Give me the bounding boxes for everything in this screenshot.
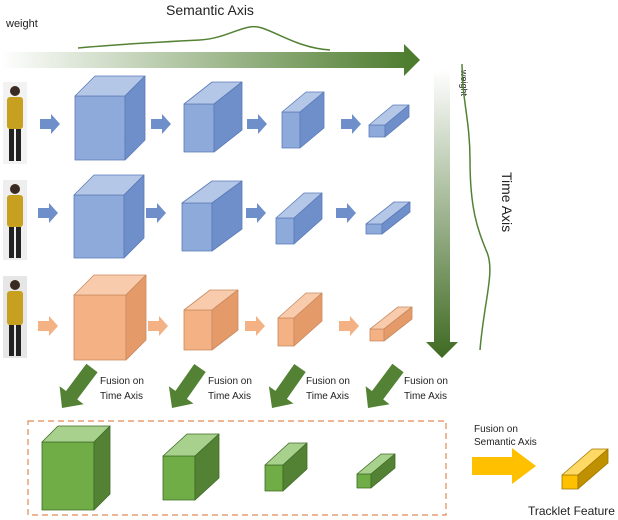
fused-feature-cube-2 <box>162 433 220 501</box>
fused-feature-cube-1-front <box>41 441 95 511</box>
fused-feature-cube-3-side <box>282 442 308 492</box>
feature-cube-row1-1-side <box>124 75 146 161</box>
fused-features-box <box>27 420 447 516</box>
fusion-semantic-arrow <box>472 448 536 484</box>
feature-cube-row1-2 <box>183 81 243 153</box>
feature-cube-row3-2 <box>183 289 239 351</box>
feature-cube-row1-4-side <box>384 104 410 138</box>
person-crop-image-2 <box>3 180 27 260</box>
tracklet-feature-cube-front <box>561 474 579 490</box>
feature-cube-row1-1-front <box>74 95 126 161</box>
feature-cube-row1-2-front <box>183 103 215 153</box>
feature-cube-row2-3-side <box>293 192 323 245</box>
feature-cube-row2-4-side <box>381 201 411 235</box>
feature-cube-row1-3-front <box>281 111 301 149</box>
row2-block-arrow-3 <box>246 203 266 223</box>
fused-feature-cube-2-front <box>162 455 196 501</box>
row2-block-arrow-1 <box>38 203 58 223</box>
generated-shapes <box>38 75 609 511</box>
tracklet-feature-label: Tracklet Feature <box>528 504 615 518</box>
feature-cube-row2-2 <box>181 180 243 252</box>
feature-cube-row3-3-front <box>277 317 295 347</box>
feature-cube-row3-4-side <box>383 306 413 342</box>
fused-feature-cube-4-side <box>370 453 396 489</box>
semantic-axis-arrow <box>0 44 420 76</box>
tracklet-feature-cube-side <box>577 448 609 490</box>
row2-block-arrow-2 <box>146 203 166 223</box>
row3-block-arrow-4 <box>339 316 359 336</box>
time-axis-arrow <box>426 70 458 358</box>
feature-cube-row3-2-front <box>183 309 213 351</box>
feature-cube-row3-4-front <box>369 328 385 342</box>
feature-cube-row3-1 <box>73 274 147 361</box>
feature-cube-row2-2-front <box>181 202 213 252</box>
semantic-weight-curve <box>77 26 331 51</box>
fused-feature-cube-1-side <box>93 425 111 511</box>
feature-cube-row1-1 <box>74 75 146 161</box>
fused-feature-cube-1 <box>41 425 111 511</box>
fused-feature-cube-2-side <box>194 433 220 501</box>
fusion-time-arrow-1 <box>59 363 98 408</box>
feature-cube-row2-3 <box>275 192 323 245</box>
fusion-time-label-3: Fusion on Time Axis <box>306 376 353 402</box>
row1-block-arrow-2 <box>151 114 171 134</box>
row1-block-arrow-1 <box>40 114 60 134</box>
fusion-time-label-4: Fusion on Time Axis <box>404 376 451 402</box>
row3-block-arrow-3 <box>245 316 265 336</box>
semantic-axis-title: Semantic Axis <box>166 2 254 18</box>
fusion-semantic-label: Fusion on Semantic Axis <box>474 424 537 448</box>
feature-cube-row2-1-front <box>73 194 125 259</box>
fusion-time-label-2: Fusion on Time Axis <box>208 376 255 402</box>
feature-cube-row3-1-front <box>73 294 127 361</box>
row1-block-arrow-4 <box>341 114 361 134</box>
row3-block-arrow-2 <box>148 316 168 336</box>
feature-cube-row3-1-side <box>125 274 147 361</box>
time-axis-title: Time Axis <box>499 172 515 232</box>
fusion-time-arrow-3 <box>268 363 306 408</box>
feature-cube-row2-3-front <box>275 217 295 245</box>
feature-cube-row3-4 <box>369 306 413 342</box>
fusion-time-arrow-2 <box>168 363 206 408</box>
fused-feature-cube-4 <box>356 453 396 489</box>
feature-cube-row1-4-front <box>368 124 386 138</box>
feature-cube-row2-1 <box>73 174 145 259</box>
feature-cube-row2-4 <box>365 201 411 235</box>
feature-cube-row3-3 <box>277 292 323 347</box>
fused-feature-cube-3-front <box>264 464 284 492</box>
fusion-time-arrow-4 <box>365 363 404 408</box>
feature-cube-row2-2-side <box>211 180 243 252</box>
feature-cube-row2-1-side <box>123 174 145 259</box>
feature-cube-row1-4 <box>368 104 410 138</box>
person-crop-image-3 <box>3 276 27 358</box>
row2-block-arrow-4 <box>336 203 356 223</box>
time-weight-curve <box>461 63 491 351</box>
feature-cube-row2-4-front <box>365 223 383 235</box>
feature-cube-row3-2-side <box>211 289 239 351</box>
weight-label-top: weight <box>5 18 38 30</box>
feature-cube-row1-3-side <box>299 91 325 149</box>
fused-feature-cube-3 <box>264 442 308 492</box>
row1-block-arrow-3 <box>247 114 267 134</box>
feature-cube-row1-3 <box>281 91 325 149</box>
feature-cube-row1-2-side <box>213 81 243 153</box>
row3-block-arrow-1 <box>38 316 58 336</box>
person-crop-image-1 <box>3 82 27 164</box>
tracklet-feature-cube <box>561 448 609 490</box>
feature-cube-row3-3-side <box>293 292 323 347</box>
weight-label-right: weight <box>459 69 469 97</box>
fusion-time-label-1: Fusion on Time Axis <box>100 376 147 402</box>
fused-feature-cube-4-front <box>356 473 372 489</box>
